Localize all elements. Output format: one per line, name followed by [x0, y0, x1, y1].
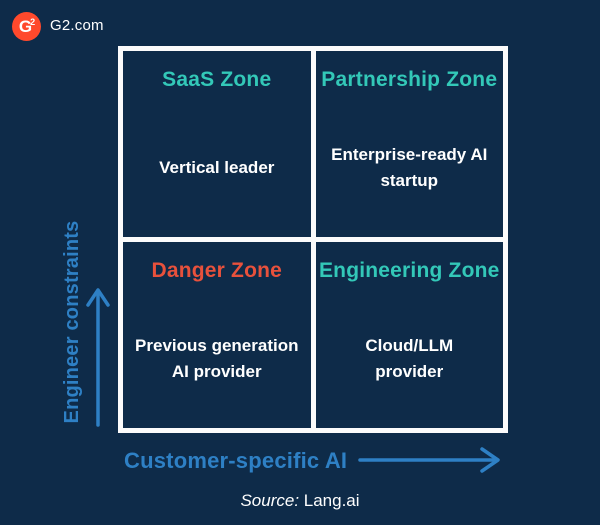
source-attribution: Source: Lang.ai [0, 491, 600, 511]
quadrant-partnership-zone: Partnership Zone Enterprise-ready AI sta… [315, 51, 503, 237]
brand-text: G2.com [50, 17, 104, 34]
quadrant-saas-zone: SaaS Zone Vertical leader [123, 51, 311, 237]
source-label: Source: [240, 491, 300, 510]
quadrant-matrix: SaaS Zone Vertical leader Partnership Zo… [118, 46, 508, 433]
up-arrow-icon [86, 287, 110, 427]
g2-logo-icon: G 2 [12, 12, 41, 41]
quadrant-title: Engineering Zone [318, 259, 500, 282]
right-arrow-icon [356, 446, 502, 474]
quadrant-engineering-zone: Engineering Zone Cloud/LLM provider [315, 242, 503, 428]
source-name: Lang.ai [299, 491, 360, 510]
quadrant-title: Danger Zone [151, 259, 283, 282]
quadrant-subtitle: Vertical leader [159, 158, 275, 178]
quadrant-danger-zone: Danger Zone Previous generation AI provi… [123, 242, 311, 428]
y-axis-label: Engineer constraints [61, 220, 83, 424]
quadrant-subtitle: Cloud/LLM provider [365, 336, 454, 382]
quadrant-subtitle: Enterprise-ready AI startup [331, 145, 488, 191]
x-axis-label: Customer-specific AI [124, 448, 348, 473]
g2-logo-superscript: 2 [30, 16, 36, 27]
quadrant-subtitle: Previous generation AI provider [135, 336, 299, 382]
quadrant-title: SaaS Zone [162, 68, 272, 91]
g2-logo-letter: G [18, 17, 33, 36]
quadrant-title: Partnership Zone [321, 68, 498, 91]
